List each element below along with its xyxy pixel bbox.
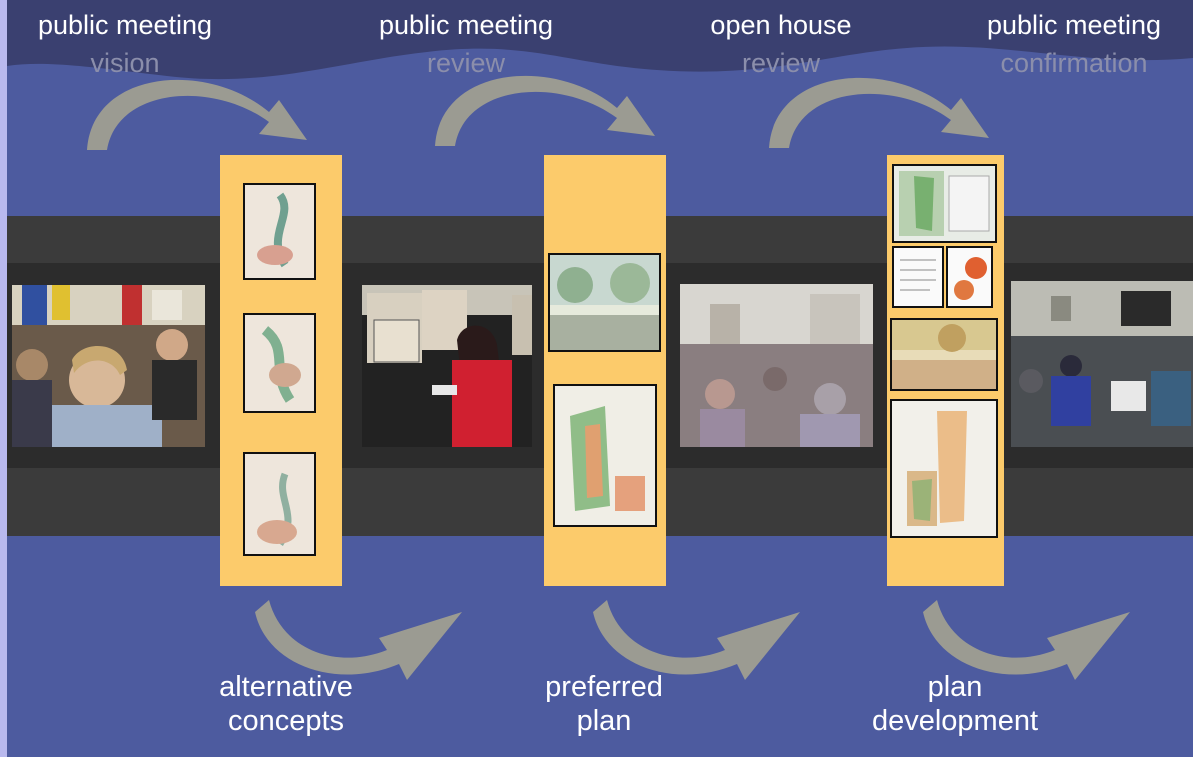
bottom-label-2-line2: plan <box>576 705 632 738</box>
open-house-photo <box>680 284 873 447</box>
plan-development-panel <box>887 155 1004 586</box>
bottom-arrows <box>255 600 1130 680</box>
development-site-plan <box>890 399 998 538</box>
bottom-arrow-3 <box>923 600 1130 680</box>
concept-sketch-2 <box>243 313 316 413</box>
document-thumb <box>892 246 944 308</box>
development-map <box>892 164 997 243</box>
top-label-3-title: open house <box>710 10 852 40</box>
top-label-1-subtitle: vision <box>90 48 160 78</box>
top-label-3-subtitle: review <box>741 48 821 78</box>
development-rendering <box>890 318 998 391</box>
top-arrow-1 <box>87 79 307 150</box>
meeting-photo <box>12 285 205 447</box>
display-board-photo <box>362 285 532 447</box>
confirmation-meeting-photo <box>1011 281 1193 447</box>
bottom-label-1-line2: concepts <box>227 705 345 738</box>
bottom-label-3-line2: development <box>871 705 1039 738</box>
top-label-2-subtitle: review <box>426 48 506 78</box>
chart-thumb <box>946 246 993 308</box>
top-label-4-title: public meeting <box>986 10 1162 40</box>
top-label-2-title: public meeting <box>378 10 554 40</box>
process-diagram: public meeting vision public meeting rev… <box>7 0 1193 757</box>
plan-rendering <box>548 253 661 352</box>
top-arrow-2 <box>435 75 655 146</box>
preferred-plan-panel <box>544 155 666 586</box>
bottom-label-1-line1: alternative <box>219 671 353 703</box>
concept-sketch-1 <box>243 183 316 280</box>
bottom-arrow-1 <box>255 600 462 680</box>
bottom-label-2: preferred plan <box>474 670 734 738</box>
preferred-site-plan <box>553 384 657 527</box>
top-label-1-title: public meeting <box>37 10 213 40</box>
concept-sketch-3 <box>243 452 316 556</box>
top-arrow-3 <box>769 77 989 148</box>
bottom-label-3: plan development <box>825 670 1085 738</box>
bottom-arrow-2 <box>593 600 800 680</box>
top-band <box>7 0 1193 80</box>
top-label-4-subtitle: confirmation <box>1000 48 1148 78</box>
alternative-concepts-panel <box>220 155 342 586</box>
top-arrows <box>87 75 989 150</box>
bottom-label-3-line1: plan <box>927 671 983 703</box>
bottom-label-1: alternative concepts <box>156 670 416 738</box>
bottom-label-2-line1: preferred <box>545 671 663 703</box>
